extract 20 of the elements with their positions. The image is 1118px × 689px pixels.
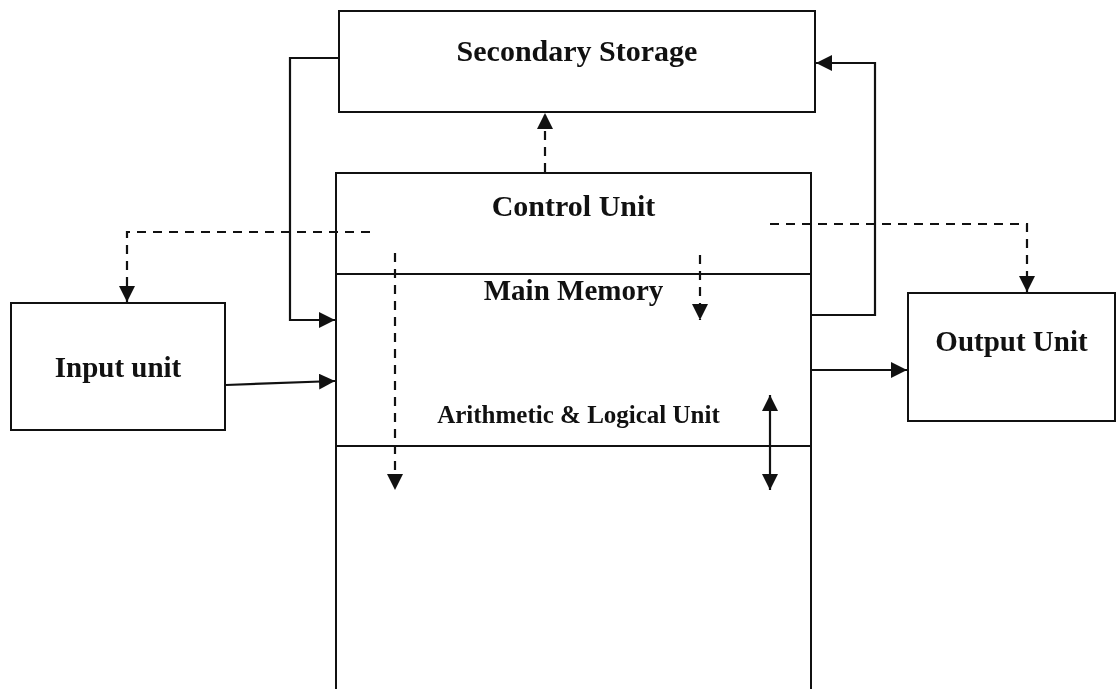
unit-label: Input unit <box>53 352 183 384</box>
unit-box <box>907 292 1116 422</box>
arrow <box>812 55 877 317</box>
arrow <box>762 395 778 490</box>
arrow <box>692 255 708 320</box>
arrow <box>537 113 553 172</box>
unit-label: Secondary Storage <box>455 34 699 67</box>
arrow <box>387 253 403 490</box>
arrow <box>812 362 907 378</box>
arrow <box>770 222 1035 292</box>
arrow <box>288 56 338 328</box>
unit-label: Arithmetic & Logical Unit <box>436 401 721 429</box>
unit-label: Main Memory <box>482 275 665 307</box>
unit-box <box>10 302 226 431</box>
unit-label: Output Unit <box>934 326 1089 358</box>
unit-label: Control Unit <box>490 189 657 222</box>
arrow <box>225 373 336 390</box>
unit-box <box>338 10 816 113</box>
cpu-box <box>335 172 812 689</box>
arrow <box>119 230 370 302</box>
